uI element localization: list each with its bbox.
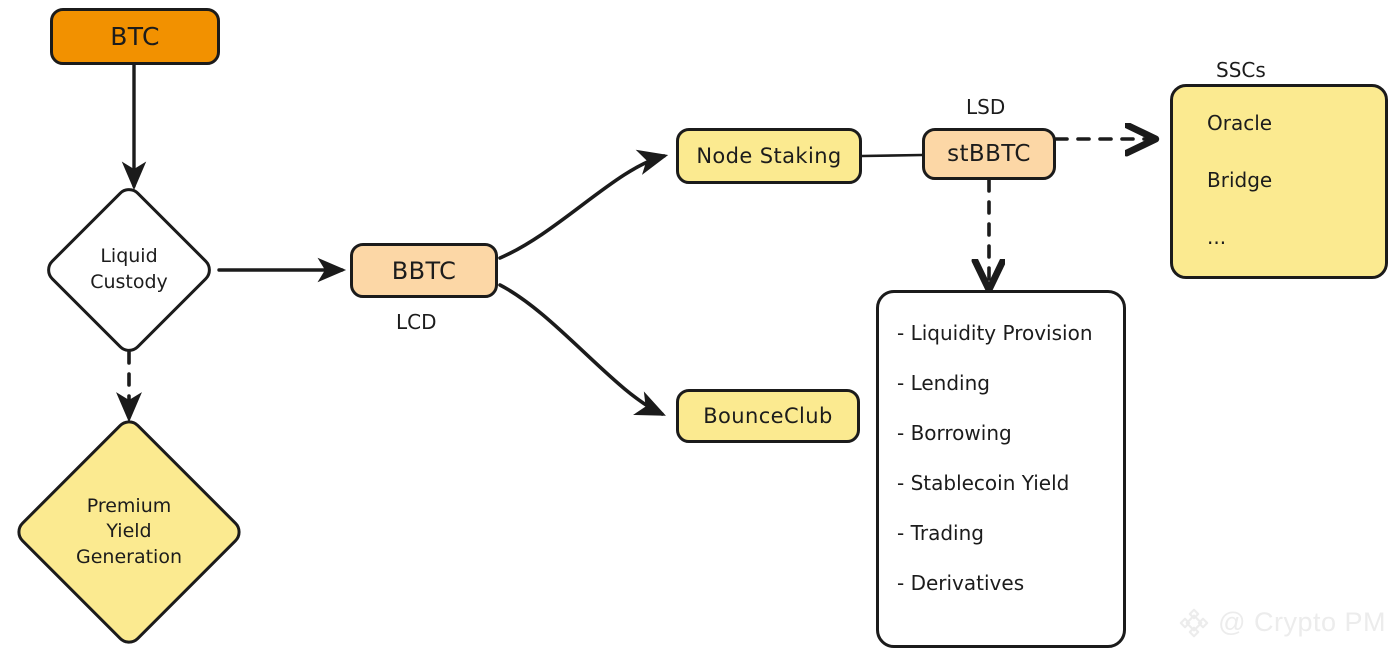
list-item: - Derivatives	[897, 571, 1025, 595]
node-premium-yield-line1: Premium	[86, 494, 172, 517]
node-liquid-custody-line1: Liquid	[100, 245, 158, 268]
node-liquid-custody-label: Liquid Custody	[90, 244, 168, 295]
ssc-item: Bridge	[1207, 168, 1273, 192]
node-defi-services-list[interactable]: - Liquidity Provision - Lending - Borrow…	[876, 290, 1126, 648]
edge-bbtc-to-node-staking	[498, 149, 669, 260]
node-premium-yield-line3: Generation	[76, 545, 182, 568]
node-premium-yield-line2: Yield	[106, 520, 152, 543]
node-premium-yield-label: Premium Yield Generation	[76, 494, 182, 571]
list-item: - Liquidity Provision	[897, 321, 1093, 345]
node-premium-yield-generation[interactable]: Premium Yield Generation	[11, 414, 247, 650]
watermark: @ Crypto PM	[1179, 607, 1386, 638]
node-node-staking-label: Node Staking	[696, 144, 842, 168]
label-lsd: LSD	[966, 95, 1006, 119]
list-item: - Lending	[897, 371, 990, 395]
label-sscs: SSCs	[1216, 58, 1266, 82]
ssc-item: Oracle	[1207, 111, 1273, 135]
edge-node-staking-to-stbbtc	[860, 153, 924, 158]
node-btc[interactable]: BTC	[50, 8, 220, 65]
node-node-staking[interactable]: Node Staking	[676, 128, 862, 184]
ssc-item: ...	[1207, 225, 1227, 249]
node-bounceclub-label: BounceClub	[703, 404, 833, 428]
node-liquid-custody-line2: Custody	[90, 271, 168, 293]
watermark-handle: @ Crypto PM	[1218, 607, 1386, 637]
node-bbtc-label: BBTC	[391, 256, 457, 285]
node-bbtc[interactable]: BBTC	[350, 243, 498, 298]
list-item: - Trading	[897, 521, 984, 545]
node-sscs-group[interactable]: Oracle Bridge ...	[1170, 84, 1388, 279]
list-item: - Stablecoin Yield	[897, 471, 1070, 495]
list-item: - Borrowing	[897, 421, 1012, 445]
node-liquid-custody[interactable]: Liquid Custody	[41, 182, 217, 358]
node-stbbtc-label: stBBTC	[947, 141, 1031, 167]
label-lcd: LCD	[396, 310, 437, 334]
node-btc-label: BTC	[110, 22, 160, 51]
bnb-diamond-logo-icon	[1179, 608, 1209, 637]
edge-bbtc-to-bounceclub	[498, 283, 666, 416]
node-bounceclub[interactable]: BounceClub	[676, 389, 860, 443]
node-stbbtc[interactable]: stBBTC	[922, 128, 1056, 180]
